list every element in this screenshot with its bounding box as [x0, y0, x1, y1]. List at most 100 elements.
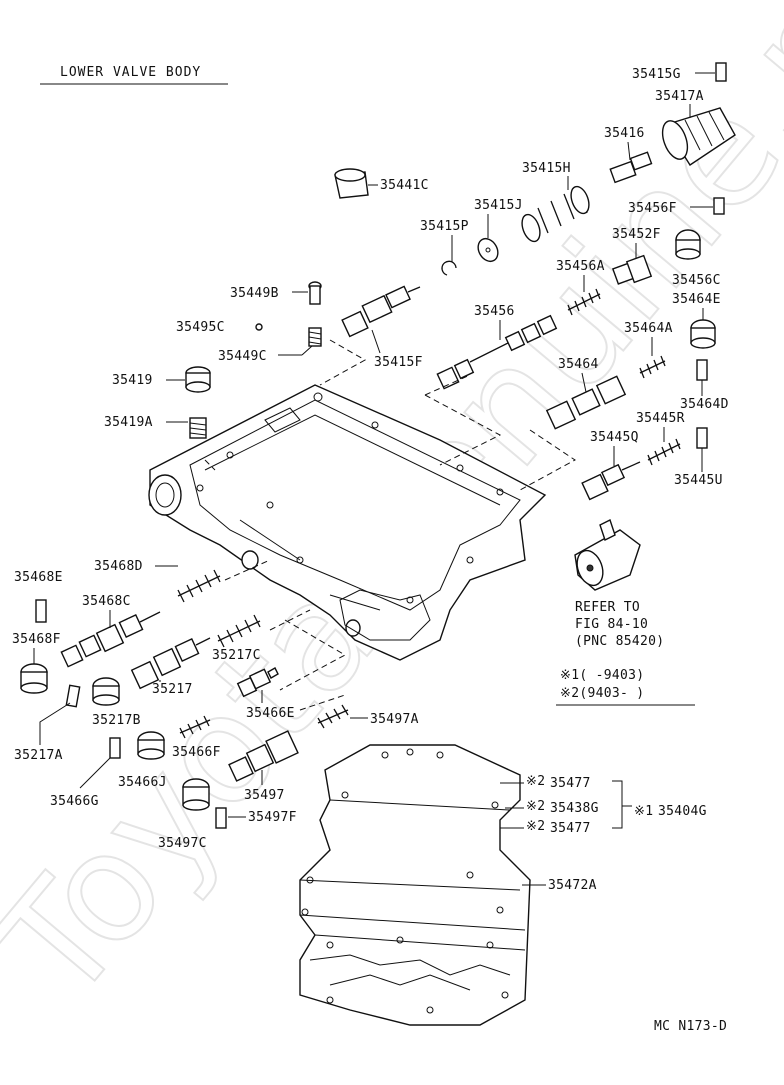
label-35452f: 35452F [612, 227, 661, 242]
spring-35419a[interactable] [189, 417, 207, 439]
label-35466e: 35466E [246, 706, 295, 721]
key-35217a[interactable] [65, 684, 81, 708]
bolt-35449b[interactable] [308, 281, 322, 305]
plug-35466e[interactable] [236, 667, 279, 698]
label-35217b: 35217B [92, 713, 141, 728]
refer-line-1: REFER TO [575, 600, 640, 615]
ball-35495c[interactable] [255, 323, 263, 331]
refer-line-2: FIG 84-10 [575, 617, 648, 632]
prefix-main: ※1 [634, 804, 653, 819]
clip-35415p[interactable] [441, 260, 457, 276]
cap-35441c[interactable] [334, 168, 369, 199]
key-35415g[interactable] [715, 62, 727, 82]
sleeve-35417a[interactable] [658, 107, 736, 166]
plug-35419[interactable] [185, 366, 211, 393]
solenoid-reference[interactable] [573, 519, 641, 591]
label-35497c: 35497C [158, 836, 207, 851]
lower-valve-body[interactable] [148, 384, 547, 661]
label-35415p: 35415P [420, 219, 469, 234]
refer-line-3: (PNC 85420) [575, 634, 664, 649]
label-35466j: 35466J [118, 775, 167, 790]
plug-35217b[interactable] [92, 677, 120, 706]
spring-35217c[interactable] [217, 614, 261, 648]
label-35417a: 35417A [655, 89, 704, 104]
valve-35217[interactable] [130, 637, 211, 690]
label-35497: 35497 [244, 788, 285, 803]
label-35468f: 35468F [12, 632, 61, 647]
label-35468d: 35468D [94, 559, 143, 574]
key-35445u[interactable] [696, 427, 708, 449]
plug-35466j[interactable] [137, 731, 165, 760]
spring-35445r[interactable] [647, 438, 681, 466]
label-35456f: 35456F [628, 201, 677, 216]
valve-35464[interactable] [545, 375, 627, 430]
label-35415g: 35415G [632, 67, 681, 82]
label-35466g: 35466G [50, 794, 99, 809]
label-35449b: 35449B [230, 286, 279, 301]
valve-35497[interactable] [228, 730, 299, 782]
valve-35445q[interactable] [581, 461, 641, 501]
spring-35497a[interactable] [317, 704, 349, 729]
label-35415f: 35415F [374, 355, 423, 370]
label-35464e: 35464E [672, 292, 721, 307]
plug-35416[interactable] [609, 151, 653, 184]
prefix-b: ※2 [526, 799, 545, 814]
diagram-title: LOWER VALVE BODY [60, 65, 201, 80]
washer-35415j[interactable] [474, 235, 502, 265]
label-35217a: 35217A [14, 748, 63, 763]
label-35416: 35416 [604, 126, 645, 141]
assembly-lines [204, 339, 576, 711]
label-35217: 35217 [152, 682, 193, 697]
separator-plates[interactable] [299, 744, 531, 1026]
label-35497a: 35497A [370, 712, 419, 727]
plug-35456c[interactable] [675, 229, 701, 260]
label-35419: 35419 [112, 373, 153, 388]
key-35456f[interactable] [713, 197, 725, 215]
label-35445u: 35445U [674, 473, 723, 488]
label-35419a: 35419A [104, 415, 153, 430]
spring-35468d[interactable] [177, 569, 221, 603]
plug-35468f[interactable] [20, 663, 48, 694]
valve-35456[interactable] [436, 314, 558, 390]
valve-35452f[interactable] [611, 254, 653, 285]
valve-35468c[interactable] [60, 611, 161, 668]
label-35456a: 35456A [556, 259, 605, 274]
label-35441c: 35441C [380, 178, 429, 193]
plug-35464e[interactable] [690, 319, 716, 349]
label-35445q: 35445Q [590, 430, 639, 445]
diagram-code: MC N173-D [654, 1019, 727, 1034]
key-35468e[interactable] [35, 599, 47, 623]
label-35495c: 35495C [176, 320, 225, 335]
label-35415h: 35415H [522, 161, 571, 176]
label-35464a: 35464A [624, 321, 673, 336]
spring-35415h[interactable] [519, 184, 593, 244]
legend-row-1: ※1( -9403) [560, 668, 644, 683]
label-35415j: 35415J [474, 198, 523, 213]
label-35445r: 35445R [636, 411, 685, 426]
label-35464: 35464 [558, 357, 599, 372]
label-35438g: 35438G [550, 801, 599, 816]
plug-35497c[interactable] [182, 778, 210, 811]
label-35404g: 35404G [658, 804, 707, 819]
key-35466g[interactable] [109, 737, 121, 759]
label-35497f: 35497F [248, 810, 297, 825]
spring-35456a[interactable] [567, 288, 601, 316]
spring-35449c[interactable] [308, 327, 322, 347]
label-35466f: 35466F [172, 745, 221, 760]
prefix-c: ※2 [526, 819, 545, 834]
label-35456: 35456 [474, 304, 515, 319]
key-35464d[interactable] [696, 359, 708, 381]
label-35477-b: 35477 [550, 821, 591, 836]
spring-35464a[interactable] [639, 355, 666, 379]
prefix-a: ※2 [526, 774, 545, 789]
label-35472a: 35472A [548, 878, 597, 893]
spring-35466f[interactable] [179, 715, 211, 739]
valve-35415f[interactable] [341, 285, 421, 338]
label-35468c: 35468C [82, 594, 131, 609]
label-35217c: 35217C [212, 648, 261, 663]
key-35497f[interactable] [215, 807, 227, 829]
label-35468e: 35468E [14, 570, 63, 585]
label-35477-a: 35477 [550, 776, 591, 791]
